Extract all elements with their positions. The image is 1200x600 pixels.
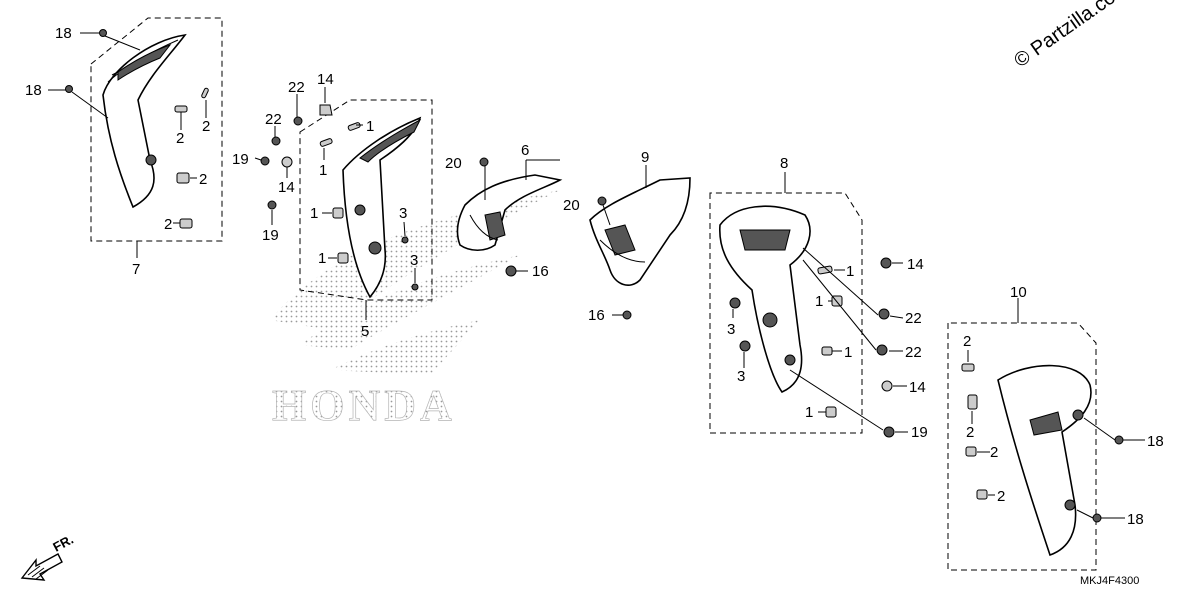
- label-1-a: 1: [366, 118, 374, 135]
- label-8: 8: [780, 155, 788, 172]
- label-10: 10: [1010, 284, 1027, 301]
- label-2-b: 2: [202, 118, 210, 135]
- label-1-g: 1: [844, 344, 852, 361]
- label-18-a: 18: [55, 25, 72, 42]
- label-2-e: 2: [963, 333, 971, 350]
- label-19-c: 19: [911, 424, 928, 441]
- label-5: 5: [361, 323, 369, 340]
- label-22-d: 22: [905, 344, 922, 361]
- label-3-d: 3: [737, 368, 745, 385]
- label-22-b: 22: [265, 111, 282, 128]
- label-1-b: 1: [319, 162, 327, 179]
- label-2-a: 2: [176, 130, 184, 147]
- part-group-7: 18 18 2 2 2 2 7: [25, 17, 223, 278]
- label-14-a: 14: [317, 71, 334, 88]
- label-2-c: 2: [199, 171, 207, 188]
- label-14-b: 14: [278, 179, 295, 196]
- label-1-h: 1: [805, 404, 813, 421]
- label-22-c: 22: [905, 310, 922, 327]
- label-1-c: 1: [310, 205, 318, 222]
- label-1-f: 1: [815, 293, 823, 310]
- label-2-h: 2: [997, 488, 1005, 505]
- label-2-d: 2: [164, 216, 172, 233]
- honda-watermark-text: HONDA: [272, 381, 456, 430]
- label-1-e: 1: [846, 263, 854, 280]
- label-1-d: 1: [318, 250, 326, 267]
- diagram-code: MKJ4F4300: [1080, 575, 1139, 587]
- label-16-b: 16: [588, 307, 605, 324]
- label-14-d: 14: [909, 379, 926, 396]
- label-16-a: 16: [532, 263, 549, 280]
- part-group-10: 10 2 2 2 2 18 18: [947, 284, 1164, 571]
- copyright-text: © Partzilla.com: [1010, 0, 1133, 72]
- honda-wing-watermark: HONDA: [270, 190, 560, 430]
- part-group-5: 22 14 22 19 14 19 1 1 1 1 3 3 5: [232, 71, 433, 340]
- front-arrow-icon: [20, 553, 63, 581]
- label-20-a: 20: [445, 155, 462, 172]
- label-18-b: 18: [25, 82, 42, 99]
- part-group-8: 8 14 1 1 22 3 1 22 3 14 1 19: [709, 155, 928, 441]
- label-9: 9: [641, 149, 649, 166]
- label-19-b: 19: [262, 227, 279, 244]
- label-14-c: 14: [907, 256, 924, 273]
- label-22-a: 22: [288, 79, 305, 96]
- label-3-a: 3: [399, 205, 407, 222]
- label-2-f: 2: [966, 424, 974, 441]
- label-3-c: 3: [727, 321, 735, 338]
- front-label: FR.: [50, 532, 76, 555]
- label-18-c: 18: [1147, 433, 1164, 450]
- label-19-a: 19: [232, 151, 249, 168]
- label-7: 7: [132, 261, 140, 278]
- part-6: 20 6 16: [445, 142, 563, 280]
- label-6: 6: [521, 142, 529, 159]
- front-indicator: FR.: [20, 532, 76, 581]
- label-20-b: 20: [563, 197, 580, 214]
- label-3-b: 3: [410, 252, 418, 269]
- label-18-d: 18: [1127, 511, 1144, 528]
- label-2-g: 2: [990, 444, 998, 461]
- part-9: 20 9 16: [563, 149, 691, 324]
